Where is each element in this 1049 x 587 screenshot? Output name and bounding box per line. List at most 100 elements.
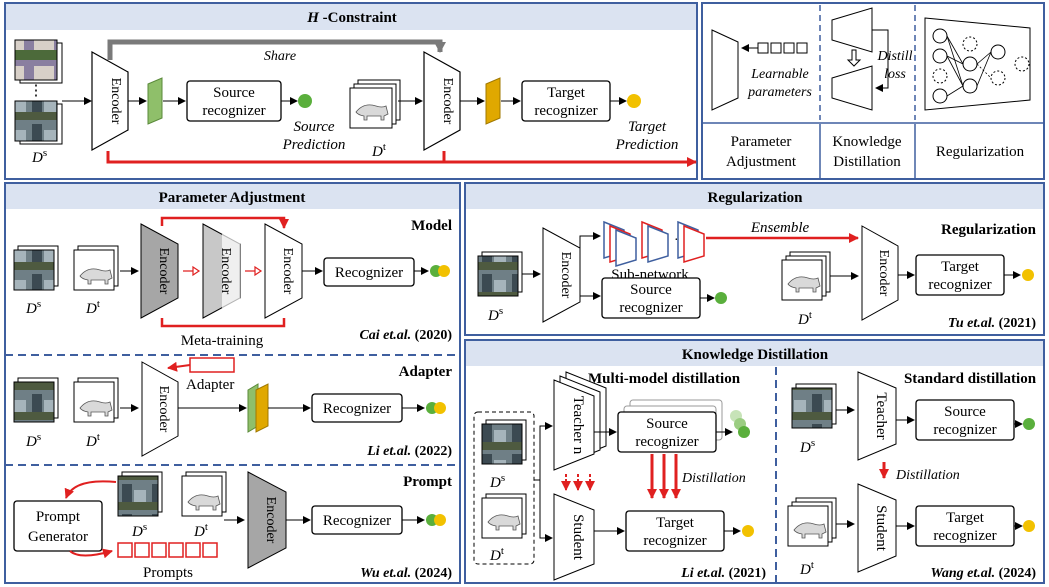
- cite-tu: Tu et.al. (2021): [948, 316, 1036, 331]
- top-target-recognizer-l2: recognizer: [534, 103, 597, 119]
- reg-target-recognizer-l1: Target: [941, 259, 980, 275]
- legend-param-l1: Parameter: [731, 134, 792, 150]
- reg-source-recognizer-l2: recognizer: [619, 300, 682, 316]
- legend-regularization: Regularization: [936, 144, 1025, 160]
- legend-kd-l1: Knowledge: [832, 134, 901, 150]
- adapter-box: [189, 357, 235, 373]
- kd-panel: Knowledge Distillation Multi-model disti…: [464, 339, 1045, 584]
- top-ds-label: Ds: [31, 147, 47, 166]
- kd-title: Knowledge Distillation: [682, 347, 829, 363]
- top-dt-label: Dt: [371, 141, 386, 160]
- source-images: ⋮: [14, 39, 63, 145]
- kd-input-group: [473, 411, 535, 565]
- share-label: Share: [264, 49, 296, 64]
- standard-title: Standard distillation: [904, 371, 1037, 387]
- legend-kd-l2: Distillation: [833, 154, 901, 170]
- top-encoder-target-label: Encoder: [440, 78, 455, 125]
- learnable-squares: [757, 42, 808, 54]
- top-source-recognizer-l2: recognizer: [202, 103, 265, 119]
- cite-li-2021: Li et.al. (2021): [680, 566, 766, 581]
- prompt-generator-l2: Generator: [28, 529, 88, 545]
- top-encoder-source: [91, 50, 129, 152]
- target-prediction-l1: Target: [628, 119, 667, 135]
- distill-loss-l2: loss: [884, 67, 906, 82]
- legend-param-l2: Adjustment: [726, 154, 797, 170]
- kd-multi-src-l2: recognizer: [635, 434, 698, 450]
- kd-std-source-recognizer: [915, 399, 1015, 441]
- learnable-l1: Learnable: [750, 67, 809, 82]
- adapter-recognizer-label: Recognizer: [323, 401, 391, 417]
- model-ds: Ds: [25, 298, 41, 317]
- model-encoder-2-label: Encoder: [218, 248, 233, 295]
- kd-multi-distillation-label: Distillation: [681, 471, 746, 486]
- reg-encoder-target: [861, 225, 899, 321]
- prompt-squares: [117, 542, 218, 558]
- kd-std-tgt-image: [787, 497, 837, 547]
- reg-source-image: [477, 251, 523, 297]
- kd-std-src-image: [791, 383, 837, 429]
- kd-std-teacher-label: Teacher: [873, 392, 889, 439]
- ensemble-label: Ensemble: [750, 220, 810, 236]
- model-dt: Dt: [85, 298, 100, 317]
- adapter-dt: Dt: [85, 431, 100, 450]
- regularization-panel: Regularization Regularization Ds Encoder…: [464, 182, 1045, 336]
- reg-target-image: [781, 251, 831, 301]
- multi-model-title: Multi-model distillation: [588, 371, 741, 387]
- teacher-stack: [553, 371, 607, 471]
- prompt-encoder: [247, 471, 287, 569]
- distill-loss-l1: Distill: [876, 49, 912, 64]
- cite-wu: Wu et.al. (2024): [360, 566, 452, 581]
- kd-std-tgt-l1: Target: [946, 510, 985, 526]
- kd-std-teacher: [857, 371, 897, 461]
- source-prediction-dot: [298, 94, 312, 108]
- legend-teacher-icon: [831, 7, 873, 53]
- reg-encoder-source: [542, 227, 581, 323]
- model-title: Model: [411, 218, 452, 234]
- kd-multi-ds: Ds: [489, 472, 505, 491]
- source-feature: [147, 77, 163, 125]
- learnable-l2: parameters: [747, 85, 812, 100]
- prompt-ds: Ds: [131, 521, 147, 540]
- prompt-images: [117, 471, 227, 517]
- cite-wang: Wang et.al. (2024): [930, 566, 1036, 581]
- kd-multi-student: [553, 493, 595, 581]
- top-encoder-source-label: Encoder: [108, 78, 123, 125]
- h-constraint-panel: H -Constraint ⋮ Ds Share Encoder Source …: [4, 2, 698, 180]
- model-images: [13, 245, 119, 291]
- target-feature: [485, 77, 501, 125]
- kd-multi-student-label: Student: [570, 514, 586, 561]
- model-encoder-3: [264, 223, 303, 319]
- model-red-bottom: [160, 318, 286, 328]
- reg-encoder-source-label: Encoder: [558, 252, 573, 299]
- adapter-images: [13, 377, 119, 423]
- kd-std-student: [857, 483, 897, 573]
- regularization-subtitle: Regularization: [941, 222, 1037, 238]
- kd-std-dt: Dt: [799, 559, 814, 578]
- source-prediction-l1: Source: [293, 119, 334, 135]
- kd-multi-tgt-l2: recognizer: [643, 533, 706, 549]
- model-recognizer: [323, 257, 415, 287]
- target-prediction-dot: [627, 94, 641, 108]
- regularization-title: Regularization: [708, 190, 804, 206]
- kd-std-student-label: Student: [873, 505, 889, 552]
- prompt-generator: [13, 500, 103, 552]
- kd-std-ds: Ds: [799, 437, 815, 456]
- cite-cai: Cai et.al. (2020): [359, 328, 452, 343]
- share-arrow: [107, 39, 446, 60]
- reg-source-recognizer-l1: Source: [630, 282, 672, 298]
- source-prediction-l2: Prediction: [282, 137, 346, 153]
- legend-encoder-icon: [711, 29, 739, 111]
- adapter-ds: Ds: [25, 431, 41, 450]
- kd-std-tgt-l2: recognizer: [933, 528, 996, 544]
- kd-std-distillation-label: Distillation: [895, 468, 960, 483]
- reg-target-recognizer-l2: recognizer: [928, 277, 991, 293]
- kd-multi-tgt-l1: Target: [656, 515, 695, 531]
- model-encoder-1-label: Encoder: [156, 248, 171, 295]
- legend-panel: Learnable parameters Distill loss: [701, 2, 1045, 180]
- sub-network-stack: …: [603, 220, 705, 268]
- h-constraint-title: H -Constraint: [306, 10, 397, 26]
- top-target-recognizer-l1: Target: [547, 85, 586, 101]
- prompt-generator-l1: Prompt: [36, 509, 81, 525]
- h-constraint-header: [6, 4, 696, 30]
